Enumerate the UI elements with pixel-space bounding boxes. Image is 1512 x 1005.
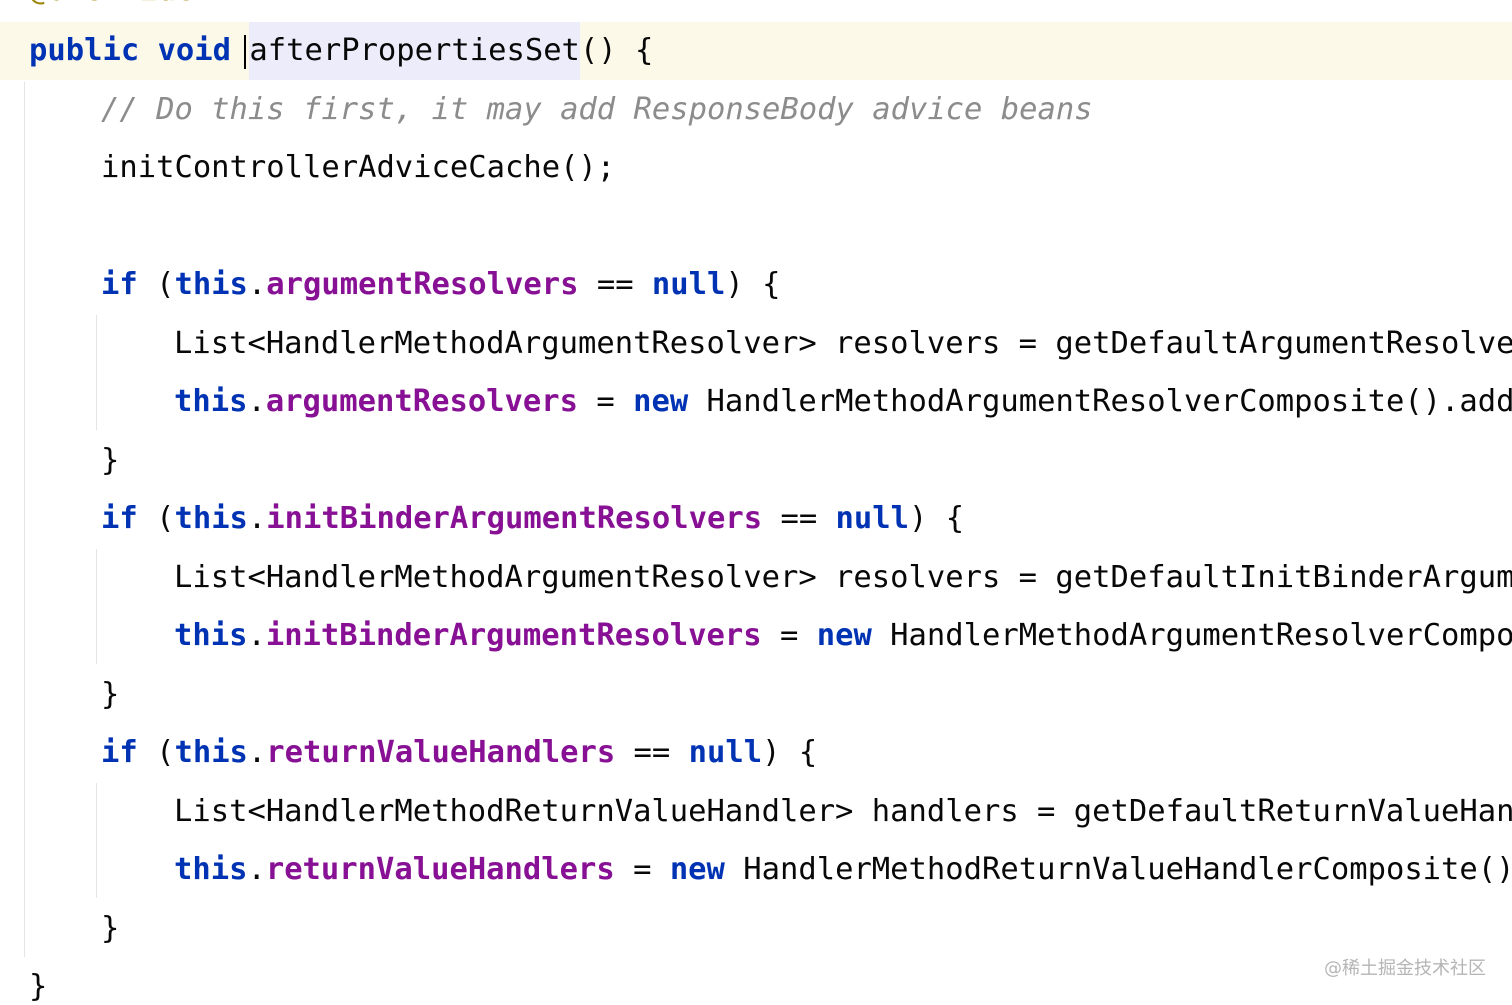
dot: . (247, 267, 267, 302)
field-reference: initBinderArgumentResolvers (266, 501, 763, 536)
indent-guide (96, 549, 97, 664)
dot: . (247, 501, 267, 536)
keyword-this: this (174, 501, 248, 536)
line-comment: // Do this first, it may add ResponseBod… (101, 92, 1093, 127)
paren-open: ( (137, 735, 175, 770)
annotation-override: @Override (29, 0, 194, 8)
operator-equals: == (615, 735, 689, 770)
code-line-declaration: List<HandlerMethodArgumentResolver> reso… (174, 315, 1512, 373)
paren-close-brace: ) { (762, 735, 818, 770)
code-line-assignment: this.argumentResolvers = new HandlerMeth… (174, 373, 1512, 431)
code-line-assignment: this.initBinderArgumentResolvers = new H… (174, 607, 1512, 665)
declaration-statement: List<HandlerMethodArgumentResolver> reso… (174, 560, 1512, 595)
keyword-this: this (174, 267, 248, 302)
close-brace: } (101, 677, 120, 712)
watermark: @稀土掘金技术社区 (1324, 958, 1486, 979)
declaration-statement: List<HandlerMethodReturnValueHandler> ha… (174, 794, 1512, 829)
code-line-comment: // Do this first, it may add ResponseBod… (101, 81, 1093, 139)
operator-equals: == (762, 501, 836, 536)
field-reference: initBinderArgumentResolvers (265, 618, 762, 653)
code-line-if: if (this.returnValueHandlers == null) { (101, 724, 817, 782)
operator-assign: = (614, 852, 670, 887)
dot: . (247, 852, 266, 887)
keyword-if: if (101, 267, 138, 302)
keyword-this: this (174, 384, 248, 419)
paren-close-brace: ) { (725, 267, 781, 302)
keyword-this: this (174, 735, 248, 770)
constructor-call: HandlerMethodArgumentResolverCompos (871, 618, 1512, 653)
constructor-call: HandlerMethodArgumentResolverComposite()… (688, 384, 1512, 419)
method-name[interactable]: afterPropertiesSet (249, 22, 580, 80)
operator-assign: = (761, 618, 817, 653)
keyword-null: null (688, 735, 763, 770)
code-line-method-end: } (29, 958, 47, 1005)
keyword-public: public (29, 33, 140, 68)
dot: . (247, 735, 267, 770)
operator-assign: = (578, 384, 634, 419)
paren-close-brace: ) { (909, 501, 965, 536)
close-brace: } (101, 911, 120, 946)
code-line-if: if (this.argumentResolvers == null) { (101, 256, 780, 314)
indent-guide (24, 82, 25, 957)
dot: . (247, 618, 266, 653)
method-signature-tail: () { (579, 33, 654, 68)
keyword-new: new (816, 618, 872, 653)
keyword-null: null (651, 267, 726, 302)
paren-open: ( (137, 501, 175, 536)
keyword-new: new (669, 852, 725, 887)
operator-equals: == (578, 267, 652, 302)
keyword-new: new (633, 384, 689, 419)
method-close-brace: } (29, 969, 48, 1004)
code-line-annotation: @Override (29, 0, 194, 20)
field-reference: returnValueHandlers (265, 852, 615, 887)
keyword-null: null (835, 501, 909, 536)
keyword-if: if (101, 735, 138, 770)
code-line-if: if (this.initBinderArgumentResolvers == … (101, 490, 964, 548)
keyword-if: if (101, 501, 138, 536)
code-line-declaration: List<HandlerMethodReturnValueHandler> ha… (174, 783, 1512, 841)
close-brace: } (101, 443, 120, 478)
indent-guide (96, 783, 97, 898)
code-line-method-signature: public void afterPropertiesSet() { (29, 22, 653, 80)
text-caret (244, 35, 246, 69)
constructor-call: HandlerMethodReturnValueHandlerComposite… (724, 852, 1512, 887)
keyword-this: this (174, 618, 248, 653)
code-line-close-brace: } (101, 432, 119, 490)
keyword-void: void (157, 33, 232, 68)
keyword-this: this (174, 852, 248, 887)
code-line-init-call: initControllerAdviceCache(); (101, 139, 615, 197)
dot: . (247, 384, 266, 419)
declaration-statement: List<HandlerMethodArgumentResolver> reso… (174, 326, 1512, 361)
code-line-close-brace: } (101, 666, 119, 724)
code-line-close-brace: } (101, 900, 119, 958)
paren-open: ( (137, 267, 175, 302)
indent-guide (96, 315, 97, 430)
field-reference: argumentResolvers (266, 267, 579, 302)
init-call-statement: initControllerAdviceCache(); (101, 150, 616, 185)
field-reference: argumentResolvers (265, 384, 578, 419)
code-line-assignment: this.returnValueHandlers = new HandlerMe… (174, 841, 1512, 899)
code-line-declaration: List<HandlerMethodArgumentResolver> reso… (174, 549, 1512, 607)
field-reference: returnValueHandlers (266, 735, 616, 770)
